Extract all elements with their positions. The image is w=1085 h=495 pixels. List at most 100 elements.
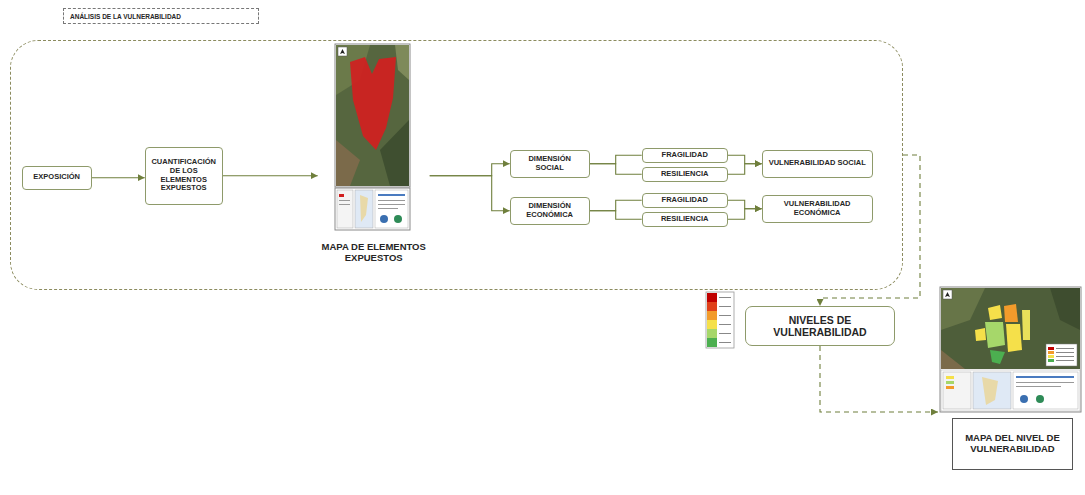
satellite-ground <box>941 288 1080 369</box>
process-box: CUANTIFICACIÓN DE LOS ELEMENTOS EXPUESTO… <box>145 147 223 205</box>
box-label: FRAGILIDAD <box>662 151 708 160</box>
legend-line <box>339 204 350 205</box>
flow-arrow <box>728 164 762 175</box>
field-patch <box>941 288 985 330</box>
scale-chip <box>707 311 717 320</box>
north-arrow <box>945 292 950 297</box>
title-line <box>1016 386 1061 387</box>
title-bar <box>378 194 405 196</box>
legend-line <box>1056 356 1074 357</box>
legend-chip <box>1048 359 1054 362</box>
field-patch <box>395 45 409 80</box>
legend-chip <box>339 194 344 197</box>
north-arrow-box <box>338 47 347 56</box>
section-title: ANÁLISIS DE LA VULNERABILIDAD <box>63 8 259 24</box>
title-line <box>1016 382 1074 383</box>
flow-arrow <box>590 164 642 175</box>
factor-box: RESILIENCIA <box>642 167 728 182</box>
level-block <box>1006 324 1022 352</box>
flow-arrow <box>223 175 318 176</box>
scale-chip <box>707 338 717 347</box>
scale-line <box>719 333 731 334</box>
map-caption: MAPA DEL NIVEL DE VULNERABILIDAD <box>957 433 1068 455</box>
flow-arrow <box>590 155 642 164</box>
flow-arrow <box>430 164 510 176</box>
flow-arrow <box>728 200 762 209</box>
factor-box: RESILIENCIA <box>642 212 728 227</box>
map-figure: MAPA DEL NIVEL DE VULNERABILIDAD <box>938 287 1081 472</box>
scale-chip <box>707 293 717 302</box>
map-legend-strip <box>941 370 1080 411</box>
flow-arrow <box>728 209 762 220</box>
legend-chip <box>1048 347 1054 350</box>
exposure-map <box>335 44 410 230</box>
title-line <box>378 200 405 201</box>
map-legend-strip <box>335 188 410 230</box>
dimension-box: DIMENSIÓN ECONÓMICA <box>510 197 590 225</box>
field-patch <box>941 350 965 369</box>
levels-box: NIVELES DE VULNERABILIDAD <box>745 306 895 346</box>
legend-line <box>1056 352 1074 353</box>
legend-line <box>339 200 350 201</box>
flow-arrow <box>728 155 762 164</box>
box-label: DIMENSIÓN ECONÓMICA <box>514 202 586 219</box>
box-label: VULNERABILIDAD ECONÓMICA <box>766 200 869 217</box>
scale-line <box>719 342 731 343</box>
process-box: EXPOSICIÓN <box>22 166 92 190</box>
map-frame <box>940 287 1081 412</box>
level-block <box>990 350 1005 364</box>
map-inset-legend <box>1046 344 1077 366</box>
map-caption: MAPA DE ELEMENTOS EXPUESTOS <box>318 242 430 264</box>
legend-chip <box>1048 355 1054 358</box>
scale-frame <box>706 292 734 348</box>
scale-line <box>719 324 731 325</box>
factor-box: FRAGILIDAD <box>642 148 728 163</box>
box-label: DIMENSIÓN SOCIAL <box>514 155 586 172</box>
location-shape <box>982 377 998 405</box>
box-label: RESILIENCIA <box>661 170 709 179</box>
caption-box: MAPA DEL NIVEL DE VULNERABILIDAD <box>952 418 1073 470</box>
scale-line <box>719 306 731 307</box>
level-block <box>988 305 1002 320</box>
scale-line <box>719 315 731 316</box>
logo <box>394 215 402 223</box>
analysis-region: ANÁLISIS DE LA VULNERABILIDADEXPOSICIÓNC… <box>10 40 903 290</box>
level-block <box>1004 304 1018 322</box>
box-label: FRAGILIDAD <box>662 196 708 205</box>
location-map <box>355 190 373 228</box>
box-label: CUANTIFICACIÓN DE LOS ELEMENTOS EXPUESTO… <box>149 158 219 193</box>
factor-box: FRAGILIDAD <box>642 193 728 208</box>
box-label: VULNERABILIDAD SOCIAL <box>769 159 866 168</box>
legend-line <box>1056 360 1074 361</box>
flow-arrow <box>430 176 510 211</box>
flow-arrow <box>92 177 145 178</box>
box-label: RESILIENCIA <box>661 215 709 224</box>
title-block <box>1013 372 1078 409</box>
satellite-ground <box>336 45 409 186</box>
flow-arrow <box>590 200 642 211</box>
level-block <box>975 328 986 341</box>
north-arrow-box <box>943 290 952 299</box>
scale-line <box>719 297 731 298</box>
legend-panel <box>337 190 353 228</box>
flow-arrow <box>590 211 642 220</box>
legend-chip <box>1048 351 1054 354</box>
scale-chip <box>707 302 717 311</box>
forest-patch <box>1050 288 1080 330</box>
scale-chip <box>707 329 717 338</box>
logo <box>380 215 388 223</box>
legend-chip <box>946 386 954 389</box>
map-frame <box>335 44 410 187</box>
box-label: EXPOSICIÓN <box>33 173 80 182</box>
title-line <box>378 204 405 205</box>
title-line <box>378 208 398 209</box>
map-figure: MAPA DE ELEMENTOS EXPUESTOS <box>318 44 430 264</box>
location-shape <box>360 195 368 222</box>
location-map <box>973 372 1011 409</box>
result-box: VULNERABILIDAD ECONÓMICA <box>762 195 873 223</box>
level-block <box>1022 310 1030 340</box>
field-patch <box>336 140 360 186</box>
logo <box>1020 395 1028 403</box>
